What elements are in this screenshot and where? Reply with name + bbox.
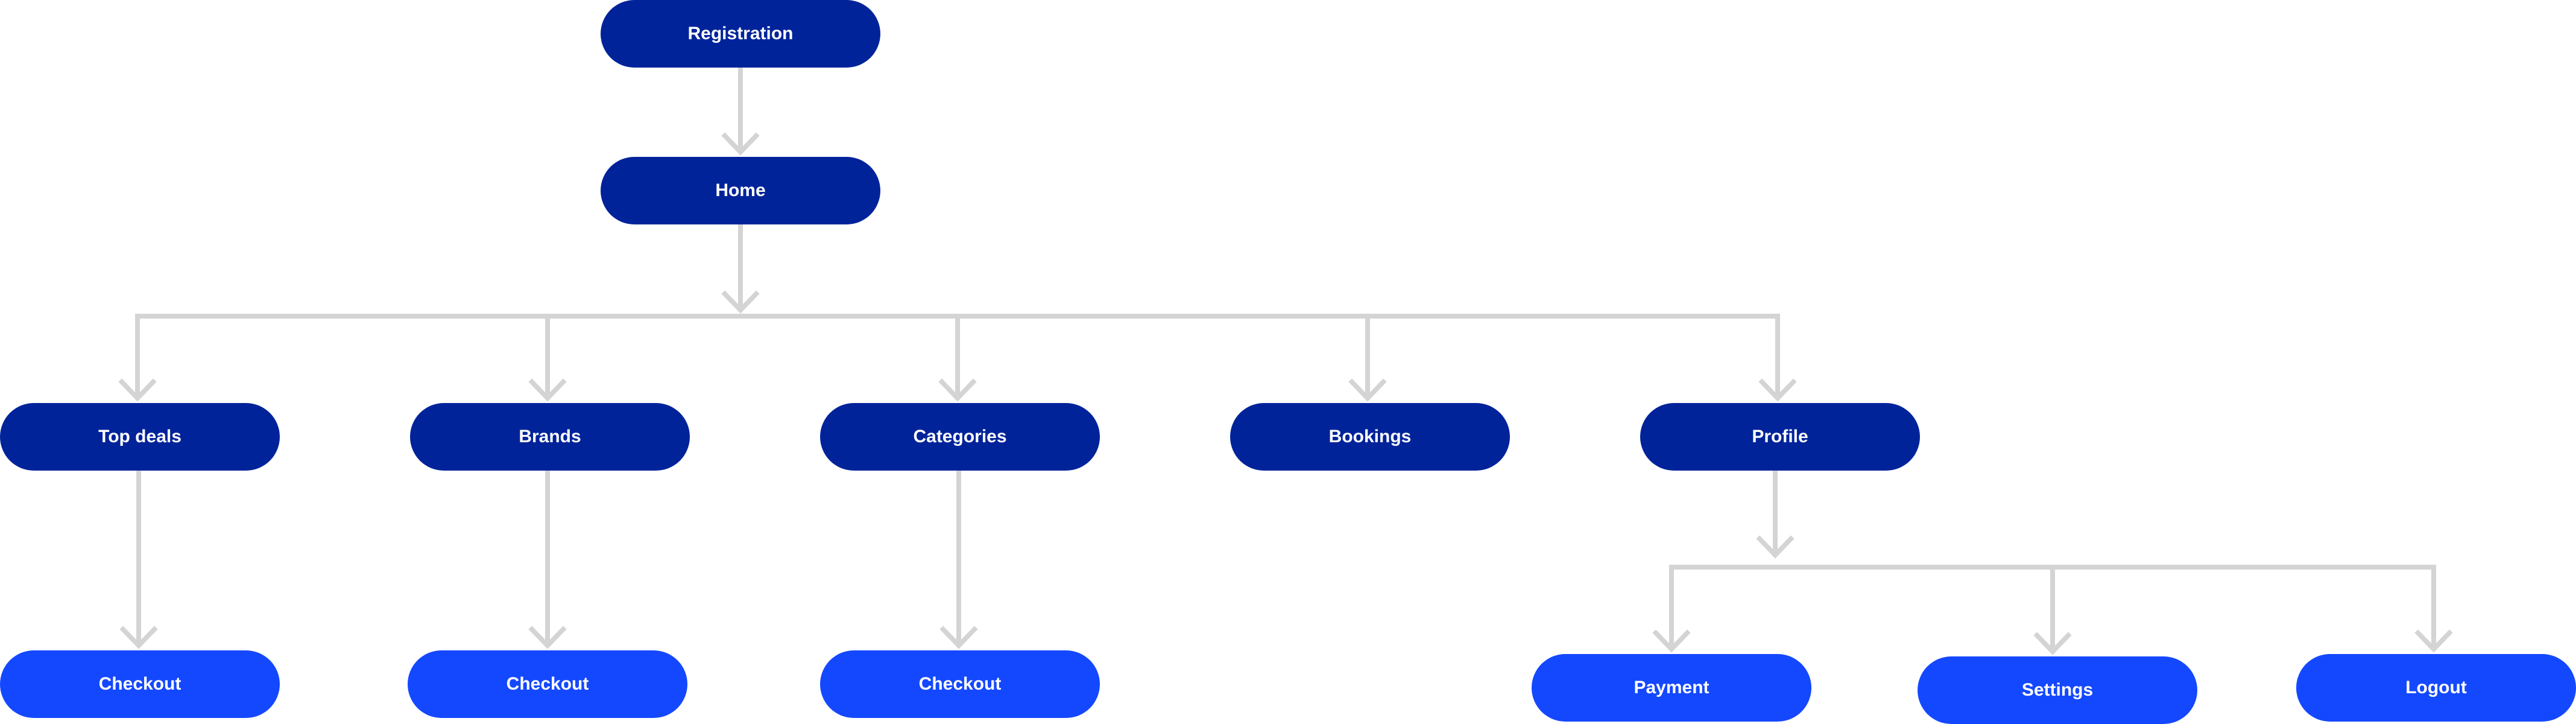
- node-logout[interactable]: Logout: [2296, 654, 2576, 722]
- arrowhead-checkout-top-deals: [119, 626, 158, 649]
- arrowhead-logout: [2414, 629, 2453, 653]
- arrowhead-brands: [528, 378, 567, 402]
- node-payment[interactable]: Payment: [1532, 654, 1811, 722]
- arrowhead-categories: [938, 378, 977, 402]
- arrowhead-checkout-categories: [939, 626, 978, 649]
- node-top-deals[interactable]: Top deals: [0, 403, 280, 471]
- arrowhead-top-deals: [118, 378, 157, 402]
- arrowhead-payment: [1652, 629, 1691, 653]
- arrowhead-home-branch: [721, 290, 760, 314]
- arrowhead-checkout-brands: [528, 626, 567, 649]
- node-profile[interactable]: Profile: [1640, 403, 1920, 471]
- arrowhead-profile: [1758, 378, 1797, 402]
- node-home[interactable]: Home: [601, 157, 880, 224]
- node-bookings[interactable]: Bookings: [1230, 403, 1510, 471]
- node-checkout-top-deals[interactable]: Checkout: [0, 650, 280, 718]
- node-registration[interactable]: Registration: [601, 0, 880, 68]
- arrowhead-bookings: [1348, 378, 1387, 402]
- arrowhead-settings: [2033, 632, 2072, 655]
- node-checkout-brands[interactable]: Checkout: [408, 650, 687, 718]
- node-brands[interactable]: Brands: [410, 403, 690, 471]
- arrowhead-profile-branch: [1756, 535, 1795, 559]
- node-checkout-categories[interactable]: Checkout: [820, 650, 1100, 718]
- node-categories[interactable]: Categories: [820, 403, 1100, 471]
- arrowhead-home: [721, 132, 760, 156]
- node-settings[interactable]: Settings: [1918, 656, 2197, 724]
